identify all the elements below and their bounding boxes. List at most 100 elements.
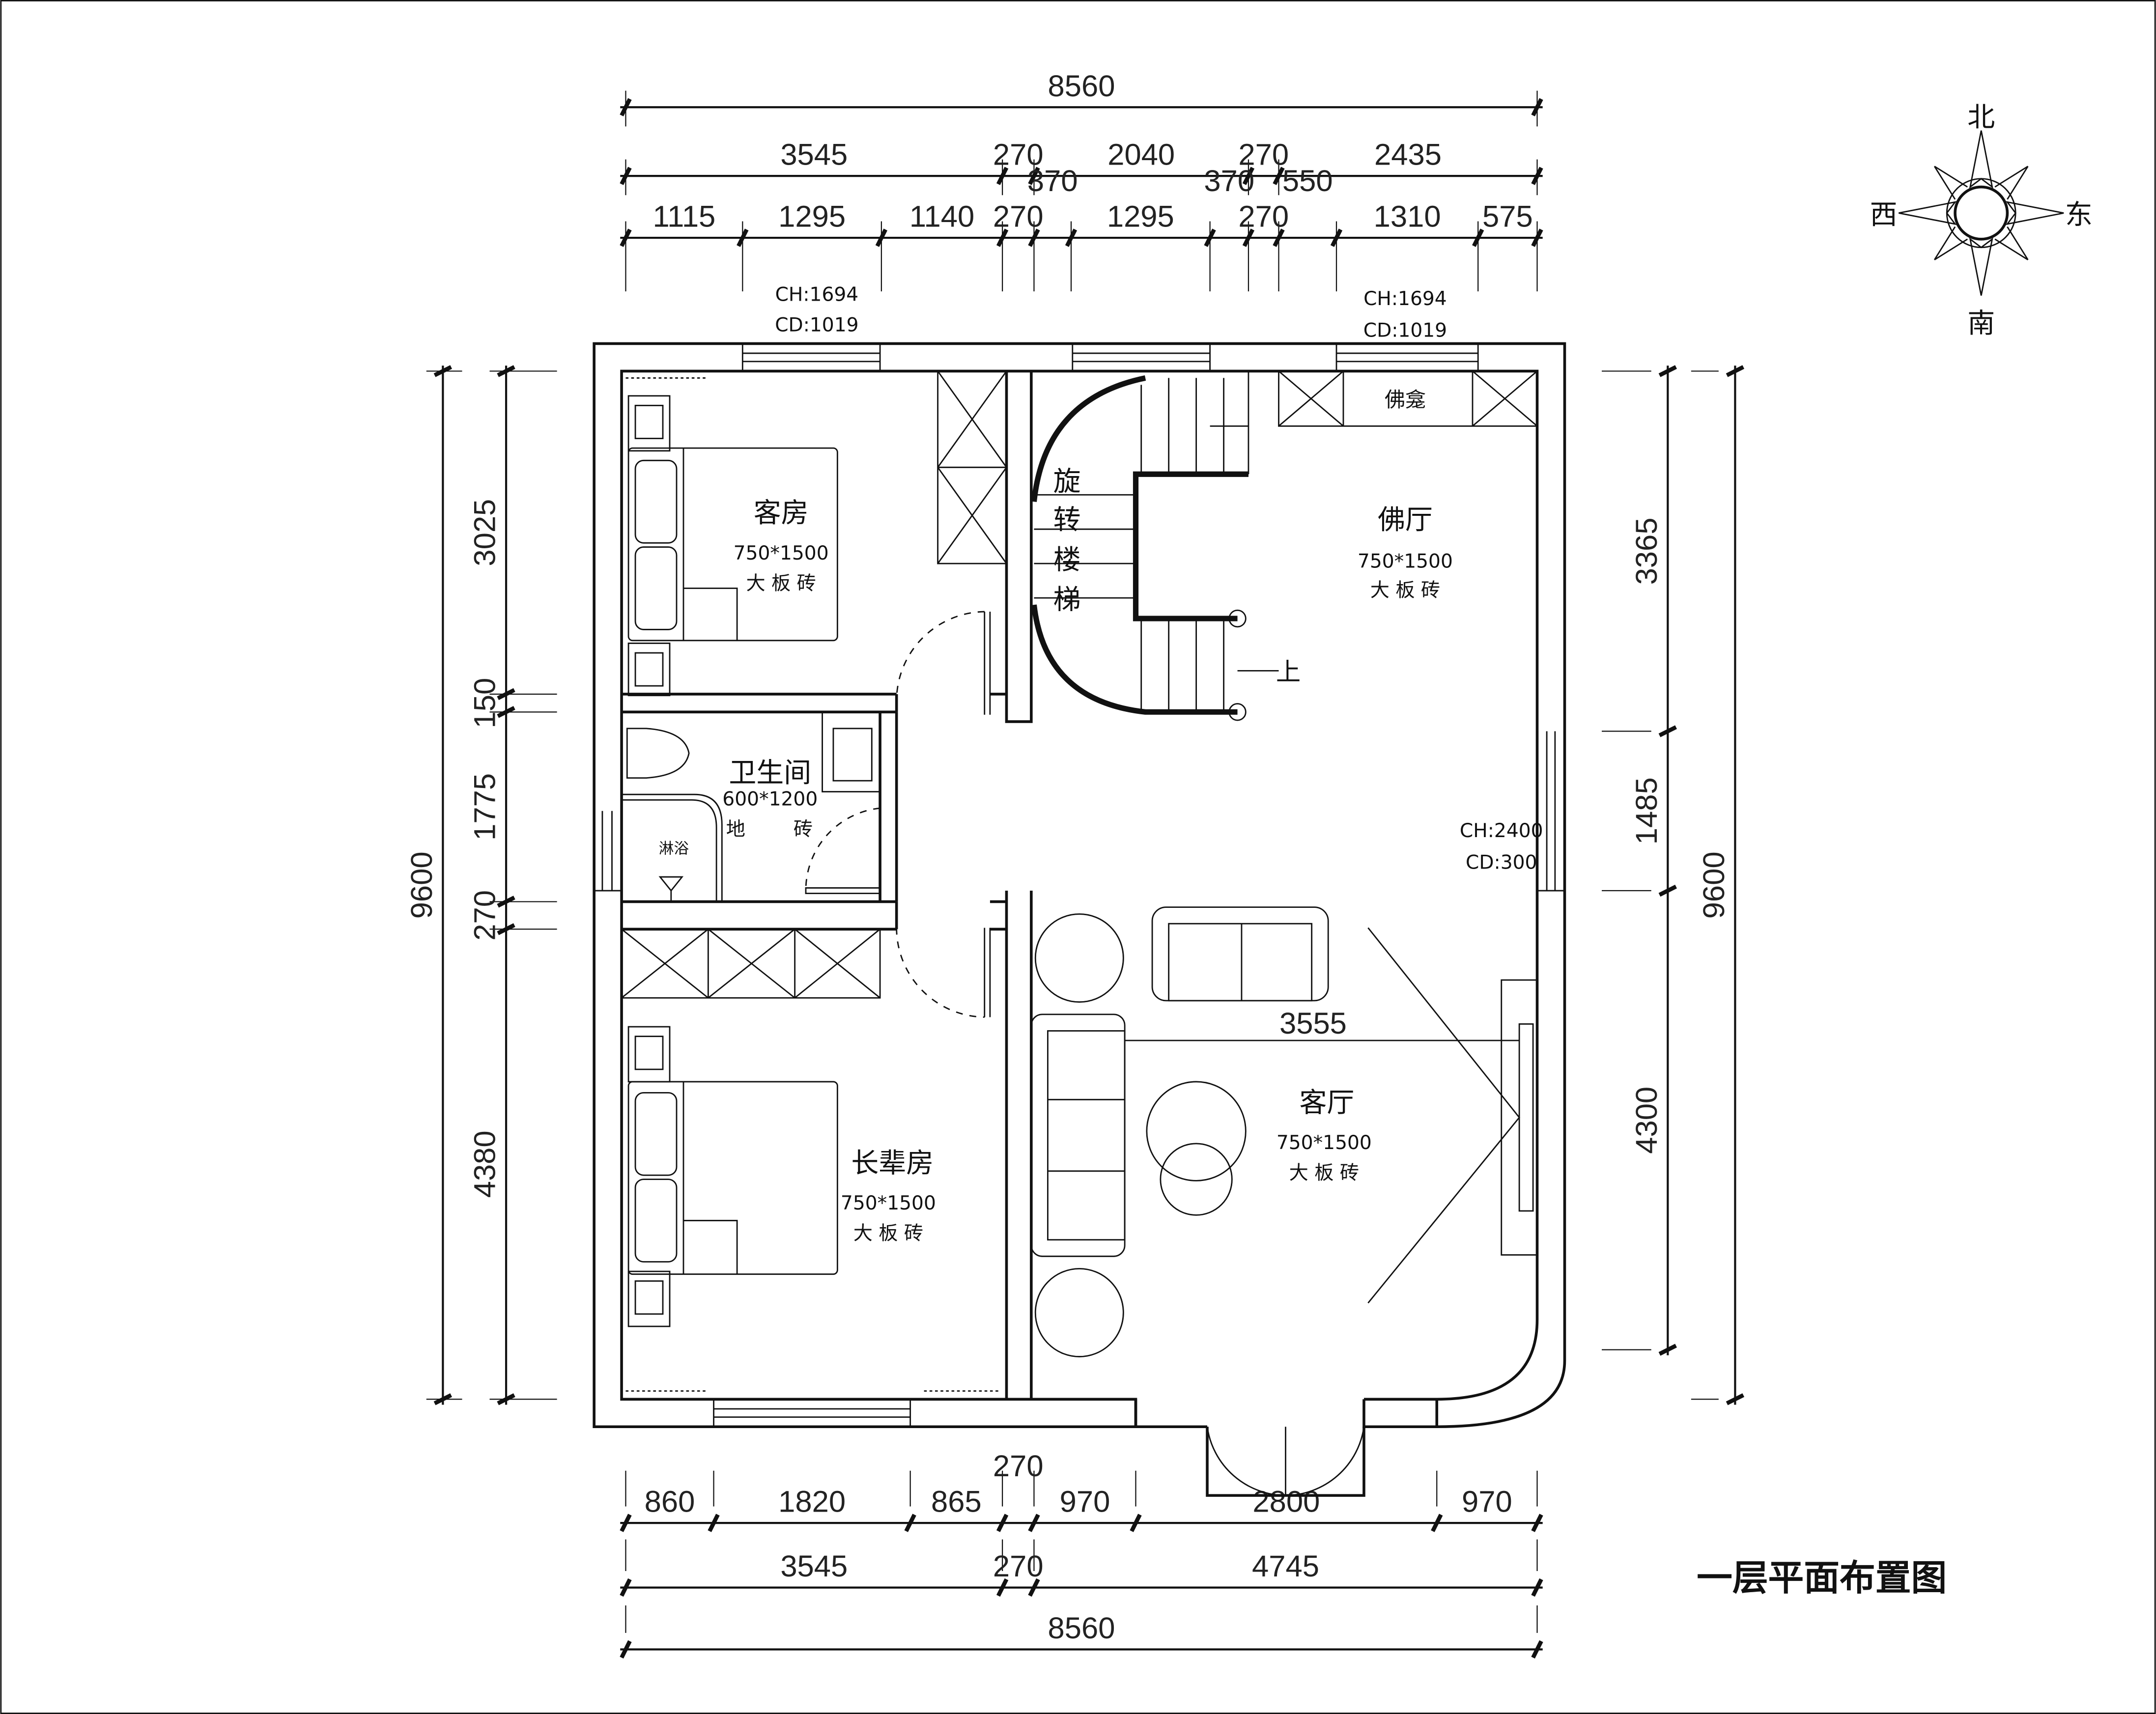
- dimension-value: 150: [468, 678, 502, 729]
- compass-icon: [1899, 130, 2064, 296]
- dimension-tick: [1431, 1514, 1443, 1532]
- dimension-value: 1775: [468, 773, 502, 841]
- compass-south: 南: [1967, 308, 1995, 339]
- dimension-value: 4380: [468, 1130, 502, 1198]
- dimension-tick: [708, 1514, 720, 1532]
- dimension-tick: [1531, 1640, 1543, 1659]
- guest-room-furniture: [625, 370, 1007, 697]
- dimension-value: 270: [468, 890, 502, 941]
- bathroom-tile-size: 600*1200: [722, 788, 818, 811]
- dimension-value: 270: [1238, 200, 1289, 234]
- dimension-tick: [1531, 1578, 1543, 1597]
- dimension-value: 1295: [1107, 200, 1174, 234]
- compass-north: 北: [1967, 101, 1995, 133]
- dimension-value: 4300: [1630, 1087, 1664, 1154]
- dimension-value: 9600: [1697, 851, 1731, 919]
- bathroom-tile-b: 砖: [794, 818, 813, 841]
- drawing-title: 一层平面布置图: [1697, 1557, 1947, 1599]
- dimension-value: 865: [931, 1485, 982, 1519]
- dimension-value: 4745: [1252, 1549, 1319, 1583]
- dimension-tick: [620, 1514, 632, 1532]
- dimension-tick: [1726, 365, 1745, 377]
- east-window-ch: CH:2400: [1460, 820, 1543, 842]
- dimension-tick: [1130, 1514, 1142, 1532]
- dimension-value: 550: [1282, 164, 1333, 198]
- guest-window-cd: CD:1019: [775, 314, 858, 336]
- dimension-tick: [1658, 1344, 1677, 1356]
- elder-room-tile: 大 板 砖: [853, 1223, 923, 1245]
- dimension-value: 1485: [1630, 777, 1664, 844]
- bathroom-tile-a: 地: [726, 818, 745, 841]
- dimension-tick: [1658, 884, 1677, 897]
- dimension-value: 1310: [1374, 200, 1441, 234]
- dimension-value: 370: [1204, 164, 1254, 198]
- dimension-value: 370: [1027, 164, 1078, 198]
- dimension-value: 1115: [652, 200, 715, 234]
- dimension-value: 860: [645, 1485, 695, 1519]
- dimension-tick: [1531, 1514, 1543, 1532]
- dimension-value: 2435: [1374, 138, 1442, 172]
- dimension-tick: [620, 1640, 632, 1659]
- dimension-tick: [996, 1578, 1009, 1597]
- stair-char-4: 梯: [1053, 584, 1081, 616]
- spiral-staircase: [1031, 371, 1279, 721]
- dimension-tick: [996, 1514, 1009, 1532]
- dimension-value: 970: [1462, 1485, 1512, 1519]
- dimension-value: 3365: [1630, 518, 1664, 585]
- shower-label: 淋浴: [659, 840, 689, 858]
- dimension-value: 8560: [1048, 1611, 1115, 1645]
- living-room-furniture: [1030, 906, 1538, 1357]
- guest-room-tile: 大 板 砖: [746, 572, 816, 594]
- dimension-tick: [1028, 1514, 1040, 1532]
- buddha-hall-tile-size: 750*1500: [1358, 551, 1453, 573]
- dimension-value: 1820: [778, 1485, 846, 1519]
- dimension-value: 970: [1060, 1485, 1110, 1519]
- dimension-tick: [620, 1578, 632, 1597]
- dimension-value: 1295: [778, 200, 846, 234]
- dimension-value: 270: [993, 138, 1044, 172]
- living-room-tile: 大 板 砖: [1289, 1162, 1359, 1184]
- dimension-value: 270: [993, 200, 1044, 234]
- tv-wall-dimension: 3555: [1279, 1007, 1347, 1040]
- east-window-cd: CD:300: [1466, 851, 1537, 873]
- dimension-tick: [1726, 1393, 1745, 1405]
- dimension-value: 270: [993, 1549, 1044, 1583]
- hall-window-cd: CD:1019: [1363, 319, 1447, 341]
- dimension-value: 270: [993, 1449, 1044, 1483]
- buddha-hall-tile: 大 板 砖: [1370, 579, 1440, 601]
- dimension-value: 270: [1238, 138, 1289, 172]
- compass-west: 西: [1870, 199, 1898, 231]
- dimension-value: 2040: [1107, 138, 1175, 172]
- dimension-value: 575: [1482, 200, 1533, 234]
- dimension-tick: [1658, 365, 1677, 377]
- guest-window-ch: CH:1694: [775, 284, 859, 306]
- dimension-tick: [904, 1514, 916, 1532]
- guest-room-name: 客房: [754, 497, 809, 529]
- stair-up-label: 上: [1276, 657, 1301, 686]
- bathroom-name: 卫生间: [729, 757, 811, 789]
- stair-char-2: 转: [1053, 504, 1081, 536]
- dimension-tick: [1028, 1578, 1040, 1597]
- dimension-value: 8560: [1048, 69, 1115, 103]
- dimension-value: 9600: [405, 851, 439, 919]
- dimension-value: 3025: [468, 499, 502, 566]
- guest-room-tile-size: 750*1500: [734, 542, 829, 564]
- buddha-shrine: [1278, 370, 1538, 427]
- dimension-value: 3545: [780, 1549, 848, 1583]
- living-room-tile-size: 750*1500: [1277, 1132, 1372, 1154]
- dimension-value: 1140: [909, 200, 974, 234]
- hall-window-ch: CH:1694: [1363, 288, 1447, 310]
- stair-char-3: 楼: [1053, 544, 1081, 576]
- elder-room-tile-size: 750*1500: [841, 1192, 936, 1214]
- bathroom-fixtures: [622, 711, 881, 902]
- shrine-label: 佛龛: [1385, 388, 1426, 412]
- buddha-hall-name: 佛厅: [1378, 504, 1433, 536]
- compass-east: 东: [2065, 199, 2093, 231]
- stair-char-1: 旋: [1053, 466, 1081, 498]
- dimension-value: 3545: [780, 138, 848, 172]
- elder-room-name: 长辈房: [851, 1148, 934, 1180]
- dimension-tick: [1658, 725, 1677, 737]
